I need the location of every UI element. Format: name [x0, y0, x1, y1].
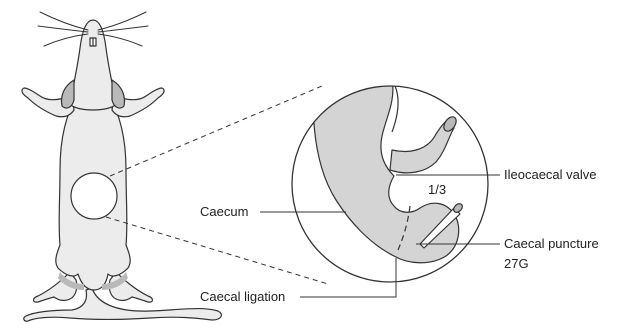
- rat-right-ear: [112, 80, 125, 108]
- label-ileocaecal-valve: Ileocaecal valve: [504, 167, 597, 182]
- incision-site-circle: [71, 173, 117, 219]
- label-caecal-ligation: Caecal ligation: [200, 289, 285, 304]
- rat-head: [70, 20, 116, 110]
- label-caecal-puncture-gauge: 27G: [504, 256, 529, 271]
- label-one-third: 1/3: [428, 182, 446, 197]
- zoomed-view: [313, 70, 464, 263]
- rat-illustration: [22, 12, 221, 321]
- zoom-projection-lines: [106, 86, 328, 284]
- label-caecal-puncture: Caecal puncture: [504, 236, 599, 251]
- label-caecum: Caecum: [200, 204, 248, 219]
- rat-left-ear: [62, 80, 75, 108]
